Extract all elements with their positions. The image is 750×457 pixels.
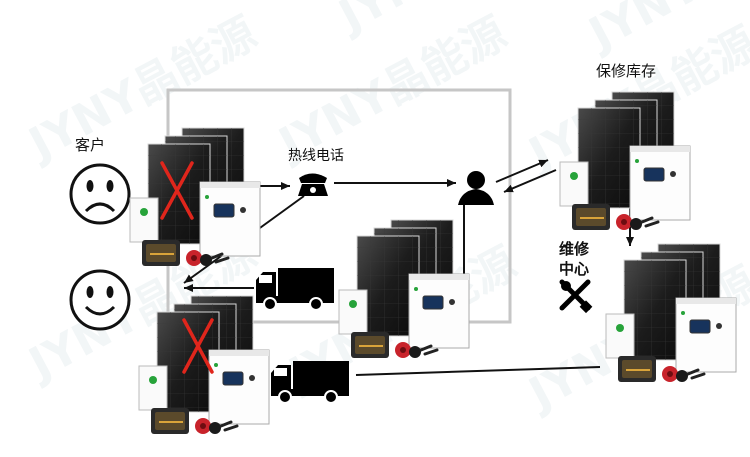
repair-center-product xyxy=(604,242,738,384)
repair-center-label-line1: 维修 xyxy=(559,240,590,258)
person-icon xyxy=(458,171,494,205)
line-truck-to-repair xyxy=(355,366,601,376)
warranty-stock-label: 保修库存 xyxy=(596,62,656,80)
happy-face-icon xyxy=(69,269,131,331)
sad-face-icon xyxy=(69,163,131,225)
faulty-customer-product xyxy=(128,126,262,268)
arrow-stock-to-operator xyxy=(503,169,557,193)
wrench-screwdriver-icon xyxy=(559,279,593,314)
arrow-operator-to-stock xyxy=(495,159,549,183)
customer-label: 客户 xyxy=(75,136,105,154)
faulty-returned-product xyxy=(137,294,271,436)
hotline-label: 热线电话 xyxy=(288,148,344,164)
repair-center-label-line2: 中心 xyxy=(559,260,589,278)
truck-icon xyxy=(255,267,335,311)
flow-arrows xyxy=(183,159,634,376)
red-x-icon xyxy=(160,161,194,220)
telephone-icon xyxy=(298,173,328,196)
red-x-icon xyxy=(182,318,214,374)
warranty-stock-product xyxy=(558,90,692,232)
